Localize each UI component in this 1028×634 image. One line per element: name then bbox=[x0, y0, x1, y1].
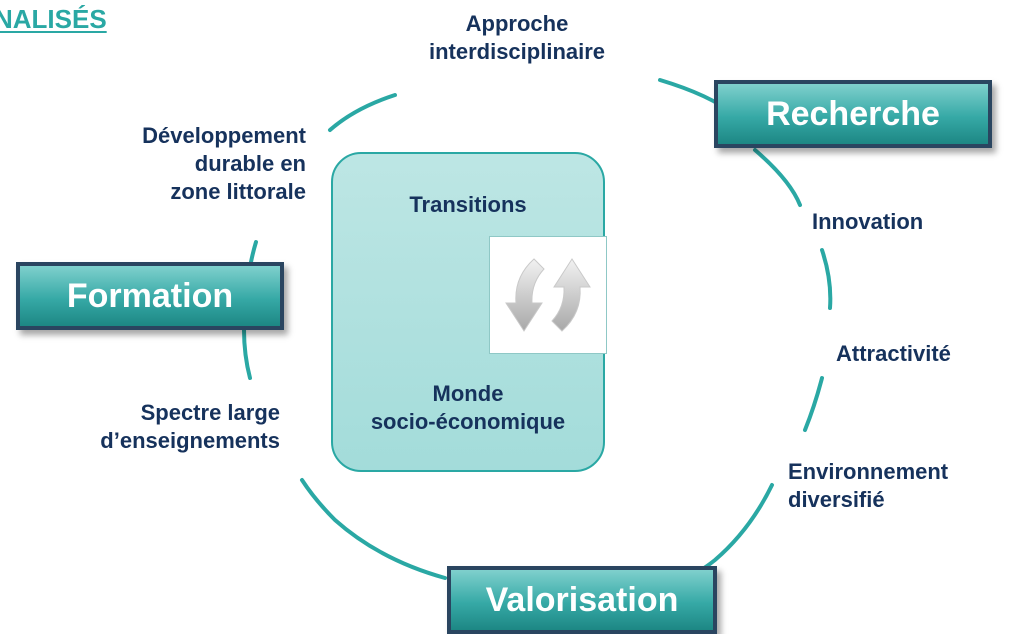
ring-arc-bottom-left bbox=[300, 478, 447, 580]
pillar-valorisation: Valorisation bbox=[447, 566, 717, 634]
ring-arc-top-left bbox=[328, 93, 397, 132]
ring-arc-left-lower bbox=[242, 328, 252, 380]
label-innovation: Innovation bbox=[812, 209, 924, 234]
center-subtitle: Monde socio-économique bbox=[370, 381, 566, 434]
refresh-arrows-icon bbox=[489, 236, 607, 354]
pillar-recherche: Recherche bbox=[714, 80, 992, 148]
label-spectre-enseignements: Spectre large d’enseignements bbox=[100, 400, 280, 453]
label-developpement-durable: Développement durable en zone littorale bbox=[142, 123, 306, 204]
page-title: NALISÉS bbox=[0, 4, 107, 34]
ring-arc-bottom-right bbox=[688, 483, 774, 577]
ring-arc-right-lower bbox=[803, 376, 824, 432]
label-attractivite: Attractivité bbox=[836, 341, 951, 366]
center-box: Transitions Monde socio-économique bbox=[331, 152, 607, 472]
ring-arc-right-upper bbox=[753, 148, 802, 207]
label-approche-interdisciplinaire: Approche interdisciplinaire bbox=[428, 11, 606, 64]
pillar-formation: Formation bbox=[16, 262, 284, 330]
ring-arc-right-mid bbox=[820, 248, 833, 310]
center-title: Transitions bbox=[409, 192, 527, 217]
ring-arc-left-upper bbox=[249, 240, 258, 264]
label-environnement-diversifie: Environnement diversifié bbox=[788, 459, 949, 512]
